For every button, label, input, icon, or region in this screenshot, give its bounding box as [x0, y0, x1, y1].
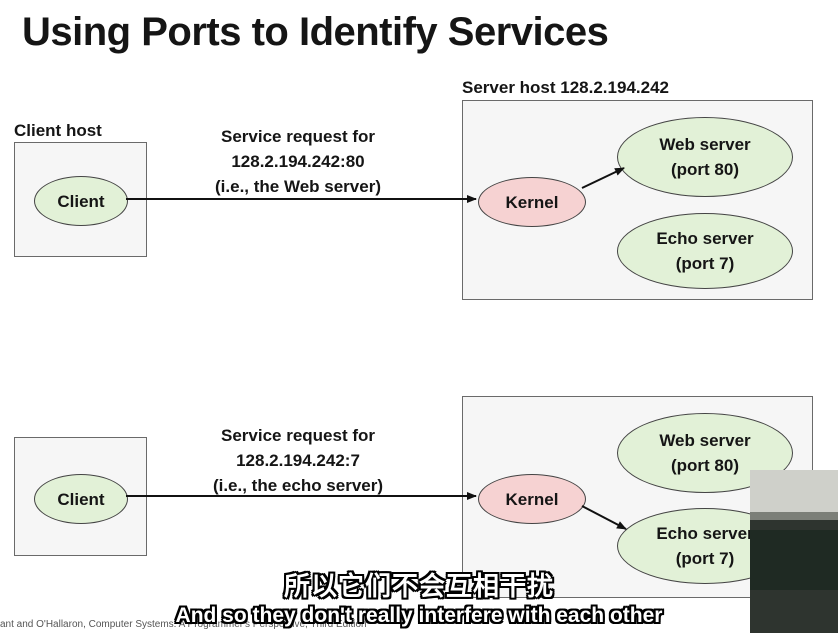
camera-video-overlay [750, 470, 838, 633]
client-host-label: Client host [14, 121, 102, 140]
echo-server-node: Echo server (port 7) [617, 213, 793, 289]
node-port: (port 7) [675, 549, 735, 568]
client-node: Client [34, 474, 128, 524]
request-line: 128.2.194.242:7 [236, 451, 360, 470]
request-line: Service request for [220, 127, 375, 146]
request-line: Service request for [220, 426, 375, 445]
client-node: Client [34, 176, 128, 226]
node-label: Web server [659, 135, 751, 154]
node-port: (port 7) [675, 254, 735, 273]
node-port: (port 80) [670, 456, 739, 475]
web-server-node: Web server (port 80) [617, 117, 793, 197]
node-label: Echo server [656, 229, 754, 248]
kernel-to-web-server-arrow [581, 167, 625, 189]
kernel-node: Kernel [478, 474, 586, 524]
service-request-text: Service request for 128.2.194.242:7 (i.e… [183, 423, 413, 498]
node-label: Web server [659, 431, 751, 450]
node-label: Echo server [656, 524, 754, 543]
kernel-to-echo-server-arrow [581, 505, 627, 530]
request-line: 128.2.194.242:80 [231, 152, 365, 171]
slide-footer: ant and O'Hallaron, Computer Systems: A … [0, 619, 367, 630]
node-port: (port 80) [670, 160, 739, 179]
kernel-node: Kernel [478, 177, 586, 227]
service-request-text: Service request for 128.2.194.242:80 (i.… [183, 124, 413, 199]
server-host-label: Server host 128.2.194.242 [462, 78, 669, 97]
request-line: (i.e., the Web server) [215, 177, 381, 196]
web-server-node: Web server (port 80) [617, 413, 793, 493]
request-line: (i.e., the echo server) [212, 476, 384, 495]
subtitle-english: And so they don't really interfere with … [175, 604, 663, 627]
slide-title: Using Ports to Identify Services [22, 10, 609, 54]
subtitle-chinese: 所以它们不会互相干扰 [283, 571, 554, 601]
